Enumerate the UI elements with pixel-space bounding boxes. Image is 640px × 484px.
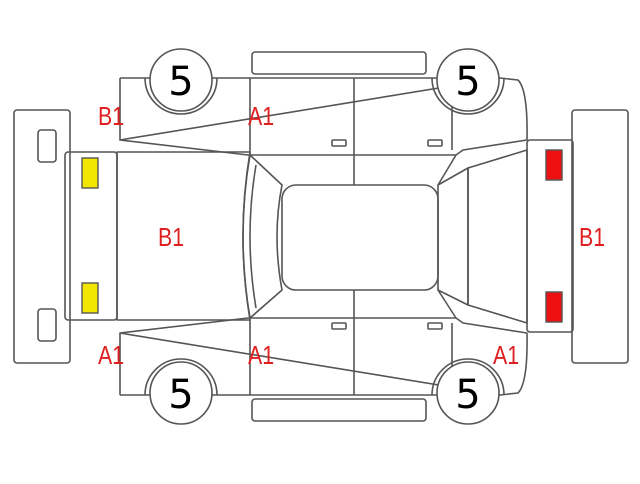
tire-rear-right-value: 5 <box>455 372 480 418</box>
label-lower-rear-fender: A1 <box>493 340 520 370</box>
windshield-inner <box>249 164 257 309</box>
front-bumper-slot-top <box>37 129 57 163</box>
rear-window <box>437 167 469 306</box>
rear-lamp-top <box>545 149 563 181</box>
front-lamp-top <box>81 157 99 189</box>
label-rear-bumper: B1 <box>579 222 606 252</box>
label-upper-front-door: A1 <box>248 101 275 131</box>
door-handle-bottom-front <box>331 322 347 330</box>
front-bumper <box>13 109 71 364</box>
door-handle-top-front <box>331 139 347 147</box>
tire-front-left <box>149 48 213 112</box>
wheel-arch-front-top <box>144 77 218 115</box>
tire-rear-right <box>436 361 500 425</box>
wheel-arch-rear-bottom <box>431 358 505 396</box>
windshield <box>242 154 283 319</box>
taillamp-area <box>526 139 574 333</box>
door-handle-top-rear <box>427 139 443 147</box>
tire-front-left-value: 5 <box>168 59 193 105</box>
tire-rear-left <box>436 48 500 112</box>
label-upper-left-fender: B1 <box>98 101 125 131</box>
label-lower-front-door: A1 <box>248 340 275 370</box>
front-bumper-slot-bottom <box>37 308 57 342</box>
label-lower-left-fender: A1 <box>98 340 125 370</box>
roof-panel <box>281 184 439 291</box>
front-lamp-bottom <box>81 282 99 314</box>
door-handle-bottom-rear <box>427 322 443 330</box>
wheel-arch-front-bottom <box>144 358 218 396</box>
tire-rear-left-value: 5 <box>455 59 480 105</box>
rear-hatch <box>467 149 528 324</box>
rear-lamp-bottom <box>545 291 563 323</box>
roof-strip-top <box>251 51 427 75</box>
wheel-arch-rear-top <box>431 77 505 115</box>
roof-strip-bottom <box>251 398 427 422</box>
label-hood: B1 <box>158 222 185 252</box>
rear-bumper <box>571 109 629 364</box>
tire-front-right <box>149 361 213 425</box>
tire-front-right-value: 5 <box>168 372 193 418</box>
